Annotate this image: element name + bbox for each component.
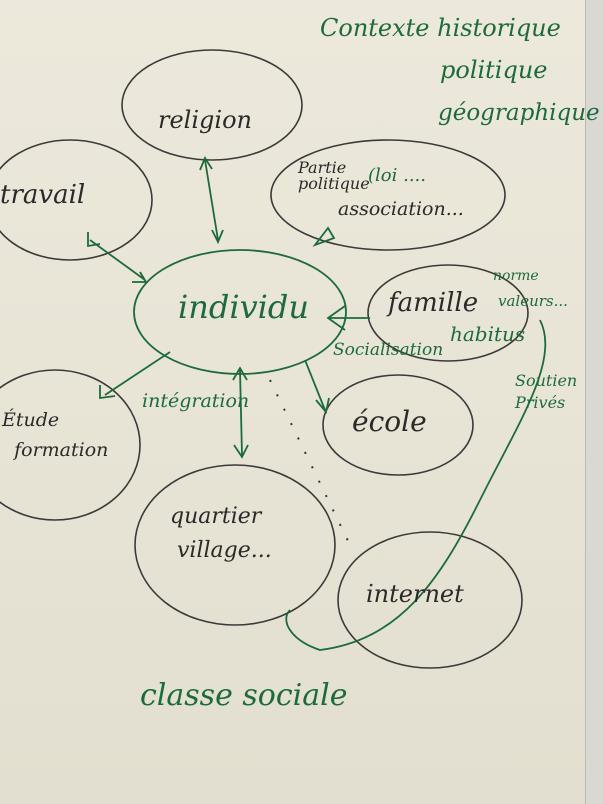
context-line1: Contexte historique bbox=[320, 14, 561, 42]
label-etude: Étude formation bbox=[2, 409, 109, 461]
label-internet: internet bbox=[366, 580, 464, 608]
ellipse-internet bbox=[337, 531, 523, 669]
ellipse-partie bbox=[270, 139, 506, 251]
dotted-line-internet bbox=[269, 379, 351, 546]
paper-edge bbox=[585, 0, 603, 804]
arrow-famille bbox=[326, 305, 370, 331]
arrow-partie bbox=[312, 226, 336, 247]
label-classe-sociale: classe sociale bbox=[140, 678, 348, 713]
label-integration: intégration bbox=[142, 390, 250, 412]
ellipse-ecole bbox=[322, 374, 474, 476]
ellipse-quartier bbox=[134, 464, 336, 626]
context-line2: politique bbox=[440, 56, 548, 84]
context-line3: géographique bbox=[438, 100, 600, 126]
label-loi: (loi .... bbox=[368, 165, 426, 186]
label-socialisation: Socialisation bbox=[333, 340, 444, 360]
ellipse-famille bbox=[367, 264, 529, 362]
label-valeurs: valeurs... bbox=[498, 292, 568, 310]
label-travail: travail bbox=[0, 180, 86, 210]
arrow-travail bbox=[87, 232, 148, 283]
arrow-etude bbox=[99, 351, 171, 400]
label-famille: famille bbox=[388, 288, 479, 318]
arrow-ecole bbox=[304, 359, 330, 414]
ellipse-religion bbox=[121, 49, 303, 161]
label-norme: norme bbox=[493, 268, 539, 284]
ellipse-travail bbox=[0, 139, 153, 261]
ellipse-etude bbox=[0, 369, 141, 521]
label-association: association... bbox=[338, 198, 464, 220]
flipchart-paper bbox=[0, 0, 585, 804]
label-habitus: habitus bbox=[450, 322, 526, 346]
label-ecole: école bbox=[352, 405, 427, 438]
arrow-religion bbox=[199, 156, 224, 245]
label-individu: individu bbox=[178, 288, 309, 326]
arrow-quartier bbox=[232, 366, 249, 459]
loop-soutien bbox=[285, 319, 547, 651]
label-religion: religion bbox=[158, 106, 252, 134]
label-quartier: quartier village... bbox=[170, 504, 272, 563]
